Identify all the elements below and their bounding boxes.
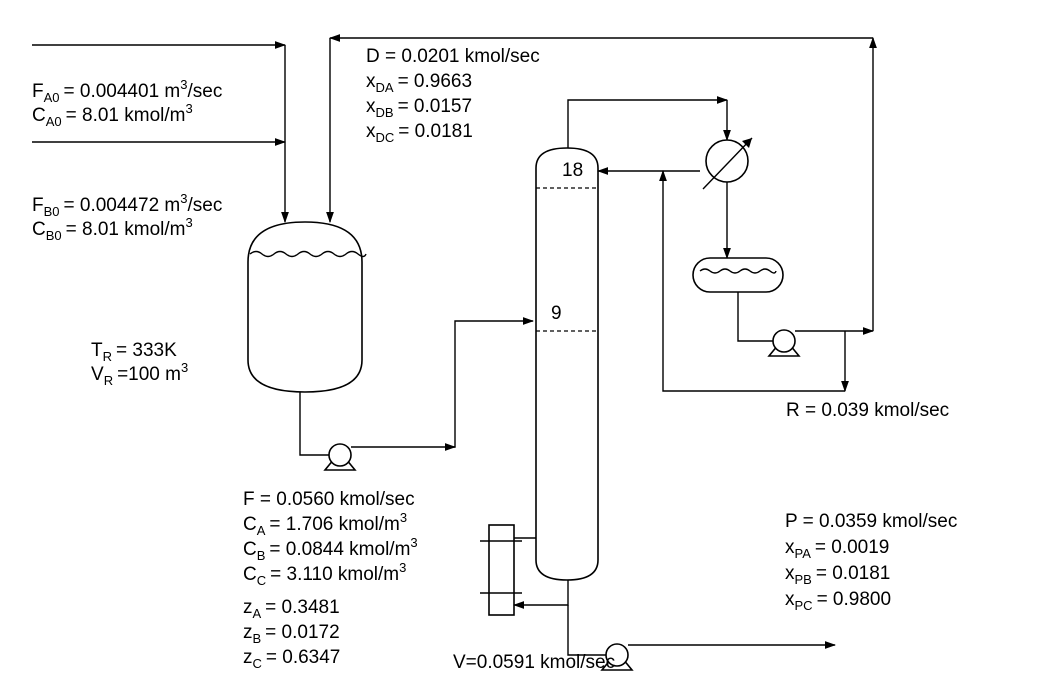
condenser-icon <box>702 137 753 190</box>
feed-stream-cb-label: CB= 0.0844 kmol/m3 <box>243 535 418 563</box>
reflux-return-line <box>659 169 845 392</box>
feed-a-conc-label: CA0= 8.01 kmol/m3 <box>32 101 193 129</box>
product-xpa-label: xPA= 0.0019 <box>785 537 889 561</box>
distillation-column <box>535 147 599 581</box>
column-feed-line <box>351 317 535 448</box>
drum-outlet-line <box>737 292 778 342</box>
top-stage-label: 18 <box>562 160 583 181</box>
feed-stream-zb-label: zB= 0.0172 <box>243 622 340 646</box>
distillate-xdc-label: xDC= 0.0181 <box>366 121 473 145</box>
bottoms-pump-icon <box>600 643 634 671</box>
overhead-vapor-line <box>567 96 729 148</box>
reflux-drum <box>692 257 784 293</box>
feed-stream-cc-label: CC= 3.110 kmol/m3 <box>243 560 406 588</box>
reactor-liquid-level <box>249 250 367 258</box>
feed-pump-icon <box>323 443 357 471</box>
feed-a-flow-label: FA0= 0.004401 m3/sec <box>32 77 222 105</box>
drum-liquid-level <box>699 268 777 274</box>
feed-b-conc-label: CB0= 8.01 kmol/m3 <box>32 215 193 243</box>
reboiler-return-line <box>512 580 569 609</box>
feed-stream-ca-label: CA= 1.706 kmol/m3 <box>243 510 407 538</box>
distillate-xda-label: xDA= 0.9663 <box>366 71 472 95</box>
product-xpb-label: xPB= 0.0181 <box>785 563 890 587</box>
reflux-pump-icon <box>767 329 801 357</box>
reactor-volume-label: VR=100 m3 <box>91 360 188 388</box>
distillate-flow-label: D = 0.0201 kmol/sec <box>366 46 540 67</box>
feed-b-flow-label: FB0= 0.004472 m3/sec <box>32 191 222 219</box>
product-flow-label: P = 0.0359 kmol/sec <box>785 511 957 532</box>
distillate-xdb-label: xDB= 0.0157 <box>366 96 472 120</box>
feed-stream-zc-label: zC= 0.6347 <box>243 647 340 671</box>
reactor-vessel <box>247 221 367 393</box>
product-xpc-label: xPC= 0.9800 <box>785 589 891 613</box>
recycle-flow-label: R = 0.039 kmol/sec <box>786 400 949 421</box>
reactor-outlet-line <box>299 392 333 456</box>
reboiler-icon <box>480 524 522 616</box>
vapor-flow-label: V=0.0591 kmol/sec <box>453 652 615 673</box>
feed-stage-label: 9 <box>551 303 562 324</box>
reactor-temp-label: TR= 333K <box>91 340 177 364</box>
bottoms-line <box>567 605 611 656</box>
feed-stream-flow-label: F = 0.0560 kmol/sec <box>243 489 415 510</box>
feed-stream-za-label: zA= 0.3481 <box>243 597 340 621</box>
